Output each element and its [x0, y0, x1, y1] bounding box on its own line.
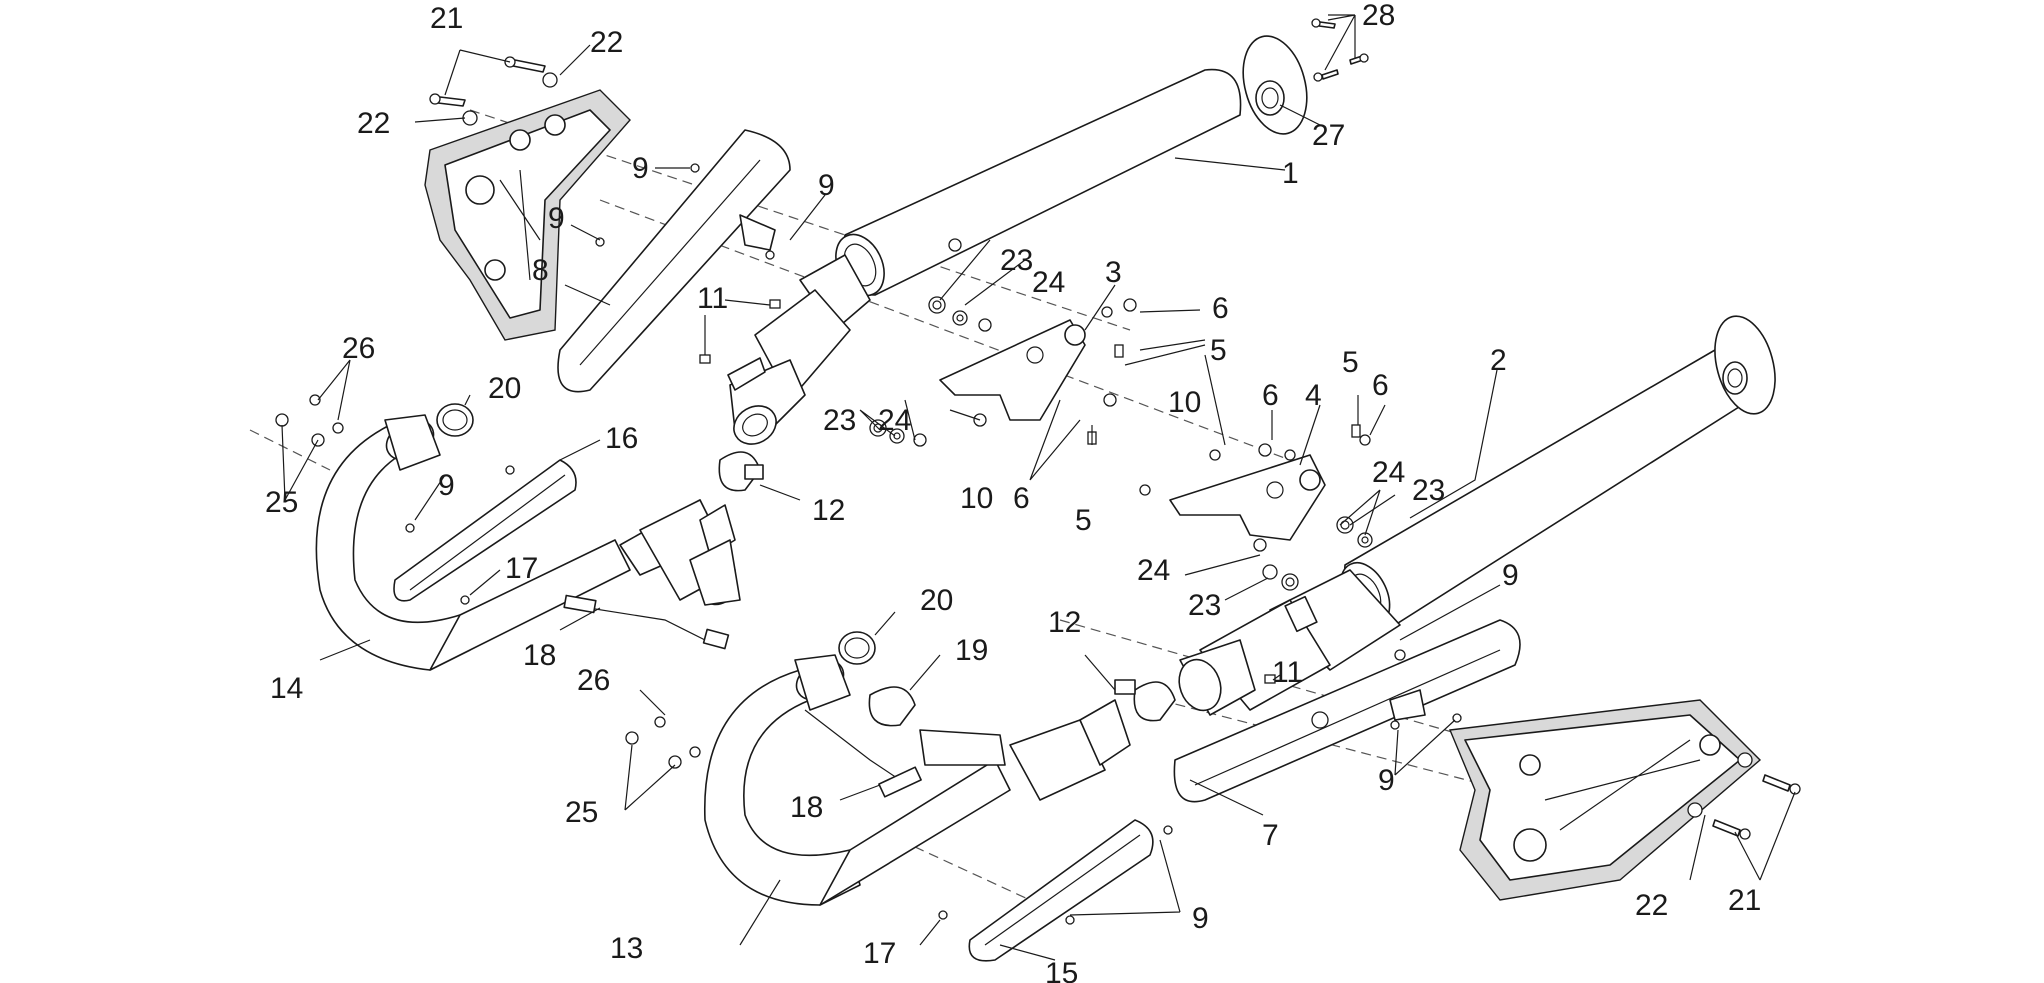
callout-4: 4	[1305, 379, 1322, 412]
callout-5b: 5	[1342, 346, 1359, 379]
callout-12a: 12	[812, 494, 845, 527]
callout-24c: 24	[1372, 456, 1405, 489]
callout-21b: 21	[1728, 884, 1761, 917]
callout-3: 3	[1105, 256, 1122, 289]
upper-o2-sensor	[563, 594, 730, 650]
callout-7: 7	[1262, 819, 1279, 852]
lower-muffler	[1178, 348, 1752, 716]
upper-muffler	[727, 68, 1242, 445]
callout-9b: 9	[818, 169, 835, 202]
callout-11b: 11	[1272, 656, 1303, 689]
callout-18b: 18	[790, 791, 823, 824]
callout-24b: 24	[878, 404, 911, 437]
callout-12b: 12	[1048, 606, 1081, 639]
lower-header-heat-shield	[968, 819, 1154, 962]
callout-23a: 23	[1000, 244, 1033, 277]
callout-23d: 23	[1188, 589, 1221, 622]
callout-6c: 6	[1372, 369, 1389, 402]
callout-9e: 9	[1502, 559, 1519, 592]
callout-14: 14	[270, 672, 303, 705]
callout-9g: 9	[1192, 902, 1209, 935]
upper-heat-shield	[557, 129, 791, 393]
callout-19: 19	[955, 634, 988, 667]
lower-header-pipe	[704, 654, 1131, 906]
callout-5a: 5	[1210, 334, 1227, 367]
callout-25b: 25	[565, 796, 598, 829]
lower-clamp-12	[1114, 679, 1176, 722]
callout-18a: 18	[523, 639, 556, 672]
callout-26a: 26	[342, 332, 375, 365]
callout-24d: 24	[1137, 554, 1170, 587]
muffler-hanger-bracket-4	[1169, 454, 1326, 541]
callout-28: 28	[1362, 0, 1395, 32]
callout-6d: 6	[1013, 482, 1030, 515]
callout-17b: 17	[863, 937, 896, 970]
callout-15: 15	[1045, 957, 1078, 983]
callout-23b: 23	[823, 404, 856, 437]
callout-9a: 9	[632, 152, 649, 185]
lower-heat-shield	[1173, 619, 1521, 803]
clamp-19	[868, 686, 916, 727]
lower-right-mount-bracket	[1448, 699, 1762, 901]
callout-21a: 21	[430, 2, 463, 35]
upper-header-pipe	[315, 414, 741, 671]
callout-17a: 17	[505, 552, 538, 585]
callout-9f: 9	[1378, 764, 1395, 797]
upper-clamp-12	[718, 451, 764, 492]
upper-gasket-20	[436, 403, 474, 437]
callout-20a: 20	[488, 372, 521, 405]
callout-27: 27	[1312, 119, 1345, 152]
callout-25a: 25	[265, 486, 298, 519]
callout-1: 1	[1282, 157, 1299, 190]
callout-20b: 20	[920, 584, 953, 617]
callout-16: 16	[605, 422, 638, 455]
callout-2: 2	[1490, 344, 1507, 377]
callout-23c: 23	[1412, 474, 1445, 507]
callout-10a: 10	[960, 482, 993, 515]
callout-22c: 22	[1635, 889, 1668, 922]
callout-labels: 1 2 3 4 5 5 5 6 6 6 6 7 8 9 9 9 9 9 9 9 …	[265, 0, 1761, 983]
leader-lines	[281, 14, 1796, 961]
callout-11a: 11	[697, 282, 728, 315]
callout-5c: 5	[1075, 504, 1092, 537]
callout-24a: 24	[1032, 266, 1065, 299]
callout-6b: 6	[1262, 379, 1279, 412]
callout-10b: 10	[1168, 386, 1201, 419]
callout-9d: 9	[438, 469, 455, 502]
callout-13: 13	[610, 932, 643, 965]
muffler-hanger-bracket-3	[939, 319, 1086, 421]
lower-o2-sensor	[804, 709, 922, 798]
callout-26b: 26	[577, 664, 610, 697]
callout-22b: 22	[357, 107, 390, 140]
callout-22a: 22	[590, 26, 623, 59]
callout-8: 8	[532, 254, 549, 287]
upper-left-mount-bracket	[424, 89, 631, 341]
callout-9c: 9	[548, 202, 565, 235]
lower-gasket-20	[838, 631, 876, 665]
upper-header-heat-shield	[393, 459, 577, 602]
callout-6a: 6	[1212, 292, 1229, 325]
upper-end-cap	[1242, 35, 1308, 135]
lower-end-cap	[1714, 315, 1776, 415]
